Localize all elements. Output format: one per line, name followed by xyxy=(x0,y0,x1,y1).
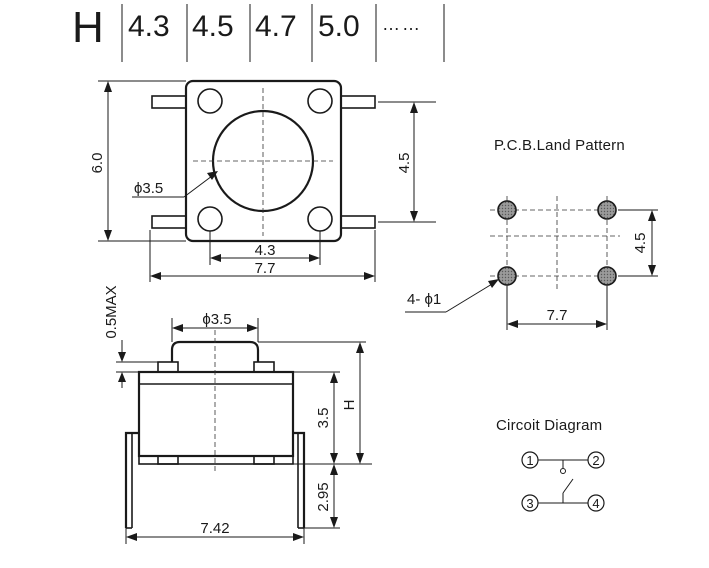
dimension-label: 4.3 xyxy=(255,242,276,259)
header-letter: H xyxy=(72,3,104,52)
circuit-title: Circoit Diagram xyxy=(496,417,602,434)
dimension-arrow xyxy=(330,453,338,464)
header-more: …… xyxy=(382,14,422,34)
header-height-value: 4.5 xyxy=(192,10,234,43)
dimension-label: 2.95 xyxy=(315,482,332,511)
pcb-title: P.C.B.Land Pattern xyxy=(494,137,625,154)
header-height-value: 4.7 xyxy=(255,10,297,43)
side-pin xyxy=(124,431,139,528)
dimension-arrow xyxy=(356,342,364,353)
dimension-arrow xyxy=(330,517,338,528)
dimension-arrow xyxy=(247,324,258,332)
dimension-arrow xyxy=(293,533,304,541)
dimension-arrow xyxy=(507,320,518,328)
dimension-label: 0.5MAX xyxy=(103,285,120,338)
base-block xyxy=(157,455,179,465)
pin-number: 4 xyxy=(592,496,599,511)
dimension-label: 6.0 xyxy=(89,153,106,174)
dimension-label: 7.42 xyxy=(200,520,229,537)
pcb-hole xyxy=(597,200,617,220)
height-header: H 4.3 4.5 4.7 5.0 …… xyxy=(72,3,445,62)
dimension-arrow xyxy=(596,320,607,328)
dimension-arrow xyxy=(104,230,112,241)
header-height-value: 4.3 xyxy=(128,10,170,43)
dimension-arrow xyxy=(150,272,161,280)
header-height-value: 5.0 xyxy=(318,10,360,43)
dimension-arrow xyxy=(410,211,418,222)
dimension-arrow xyxy=(118,372,126,382)
leader-arrow xyxy=(488,279,499,288)
dimension-label: ϕ3.5 xyxy=(202,311,231,328)
side-pin xyxy=(293,431,306,528)
dimension-arrow xyxy=(648,265,656,276)
corner-circle xyxy=(197,206,223,232)
dimension-arrow xyxy=(126,533,137,541)
pcb-hole xyxy=(497,266,517,286)
leader-line xyxy=(445,280,498,313)
pcb-land-pattern: P.C.B.Land Pattern 4.5 7.7 4- ϕ1 xyxy=(405,137,658,330)
collar-block xyxy=(157,361,179,373)
pin-number: 1 xyxy=(526,453,533,468)
pin-marker xyxy=(587,451,605,469)
circuit-diagram: Circoit Diagram 1 2 3 4 xyxy=(496,417,605,512)
pin-number: 3 xyxy=(526,496,533,511)
pin-terminal xyxy=(340,215,376,229)
dimension-arrow xyxy=(356,453,364,464)
base-block xyxy=(253,455,275,465)
pin-number: 2 xyxy=(592,453,599,468)
pcb-hole xyxy=(597,266,617,286)
pcb-hole xyxy=(497,200,517,220)
dimension-arrow xyxy=(364,272,375,280)
dimension-label: 3.5 xyxy=(315,408,332,429)
corner-circle xyxy=(197,88,223,114)
dimension-label: 4- ϕ1 xyxy=(407,291,441,308)
dimension-label: 4.5 xyxy=(396,153,413,174)
dimension-label: H xyxy=(341,400,358,411)
dimension-arrow xyxy=(648,210,656,221)
dimension-arrow xyxy=(410,102,418,113)
dimension-arrow xyxy=(118,352,126,362)
leader-arrow xyxy=(207,171,218,180)
dimension-label: 4.5 xyxy=(632,233,649,254)
side-base xyxy=(138,455,294,465)
corner-circle xyxy=(307,88,333,114)
switch-body xyxy=(184,79,343,243)
dimension-label: 7.7 xyxy=(547,307,568,324)
switch-contact xyxy=(560,468,566,474)
pin-terminal xyxy=(151,95,187,109)
pin-marker xyxy=(521,494,539,512)
pin-marker xyxy=(587,494,605,512)
dimension-arrow xyxy=(172,324,183,332)
corner-circle xyxy=(307,206,333,232)
dimension-label: ϕ3.5 xyxy=(134,180,163,197)
dimension-arrow xyxy=(330,464,338,475)
top-view: 6.0 4.5 ϕ3.5 4.3 7.7 xyxy=(89,79,436,282)
dimension-arrow xyxy=(104,81,112,92)
switch-lever xyxy=(562,478,574,494)
dimension-arrow xyxy=(210,254,221,262)
side-view: ϕ3.5 0.5MAX 3.5 H 2.95 7.42 xyxy=(103,285,372,544)
pin-marker xyxy=(521,451,539,469)
dimension-label: 7.7 xyxy=(255,260,276,277)
pin-terminal xyxy=(151,215,187,229)
dimension-arrow xyxy=(309,254,320,262)
dimension-arrow xyxy=(330,372,338,383)
collar-block xyxy=(253,361,275,373)
pin-terminal xyxy=(340,95,376,109)
